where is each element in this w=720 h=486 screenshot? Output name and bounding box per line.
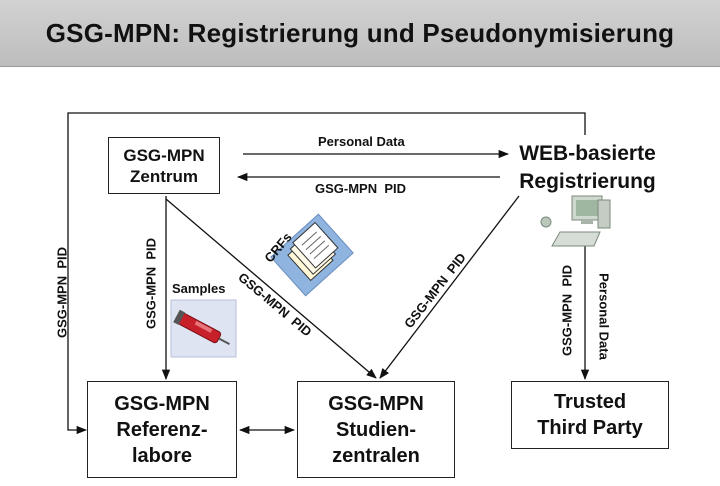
sample-syringe-icon: [170, 299, 237, 358]
title-bar: GSG-MPN: Registrierung und Pseudonymisie…: [0, 0, 720, 67]
node-labore-line1: GSG-MPN: [114, 392, 210, 415]
node-labore-line2: Referenz-: [116, 418, 208, 441]
label-pid-zentrum-labore: GSG-MPN PID: [143, 238, 159, 330]
web-to-studien-arrow: [379, 195, 520, 379]
zentrum-to-studien-arrow: [165, 198, 377, 379]
node-trusted-line2: Third Party: [537, 417, 643, 439]
node-studien-line1: GSG-MPN: [328, 392, 424, 415]
page-title: GSG-MPN: Registrierung und Pseudonymisie…: [45, 17, 675, 48]
label-personal-data-trusted: Personal Data: [596, 273, 612, 360]
node-trusted-third-party: Trusted Third Party: [511, 381, 669, 449]
node-labore-line3: labore: [131, 444, 193, 467]
node-studien-line2: Studien-: [336, 418, 416, 441]
computer-icon: [540, 195, 611, 247]
node-trusted-line1: Trusted: [553, 391, 627, 413]
node-zentrum-line2: Zentrum: [129, 166, 198, 186]
label-samples: Samples: [172, 281, 226, 296]
node-zentrum-line1: GSG-MPN: [123, 145, 205, 165]
node-studien-line3: zentralen: [332, 444, 420, 467]
node-web-line1: WEB-basierte: [519, 142, 656, 165]
label-pid-left-outer: GSG-MPN PID: [54, 247, 70, 339]
label-pid-top: GSG-MPN PID: [315, 181, 407, 196]
crf-documents-icon: [270, 213, 354, 297]
outer-loop-line: [67, 112, 586, 435]
node-zentrum: GSG-MPN Zentrum: [108, 137, 220, 194]
label-personal-data-top: Personal Data: [318, 134, 405, 149]
node-referenzlabore: GSG-MPN Referenz- labore: [87, 381, 237, 478]
node-studienzentralen: GSG-MPN Studien- zentralen: [297, 381, 455, 478]
node-web-registrierung: WEB-basierte Registrierung: [500, 140, 675, 196]
label-pid-web-trusted: GSG-MPN PID: [559, 265, 575, 357]
node-web-line2: Registrierung: [519, 170, 656, 193]
